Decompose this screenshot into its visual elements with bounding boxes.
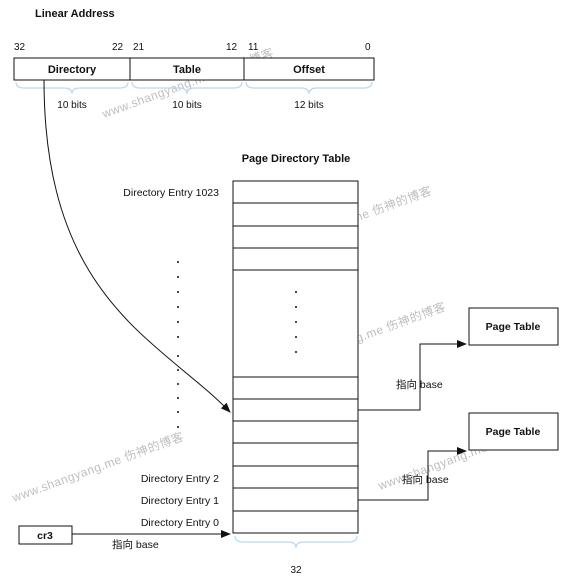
field-braces: [15, 81, 373, 95]
page-directory-title: Page Directory Table: [242, 153, 351, 165]
directory-size: 10 bits: [57, 100, 86, 111]
linear-address-register: Directory Table Offset: [13, 57, 375, 81]
directory-index-arrow: [43, 79, 231, 413]
page-directory-table: [232, 180, 359, 534]
directory-field-label: Directory: [48, 64, 97, 76]
left-ellipsis: [177, 261, 179, 428]
cr3-label: cr3: [37, 530, 53, 542]
offset-field: [243, 57, 375, 81]
upper-page-table-label: Page Table: [486, 321, 541, 333]
bit-label-22: 22: [112, 42, 124, 53]
lower-page-table: Page Table: [468, 412, 559, 451]
bit-position-labels: 32 22 21 12 11 0: [14, 42, 371, 53]
upper-page-table-arrow: [358, 340, 467, 411]
entry-0-label: Directory Entry 0: [141, 517, 219, 529]
width-brace: [234, 535, 358, 549]
cr3-box: [18, 525, 73, 545]
bit-label-0: 0: [365, 42, 371, 53]
bit-label-12: 12: [226, 42, 238, 53]
bit-label-32: 32: [14, 42, 26, 53]
table-field-label: Table: [173, 64, 201, 76]
bit-label-11: 11: [248, 42, 259, 53]
offset-field-label: Offset: [293, 64, 325, 76]
table-width-label: 32: [290, 565, 302, 576]
lower-page-table-box: [468, 412, 559, 451]
field-sizes: 10 bits 10 bits 12 bits: [57, 100, 323, 111]
bit-label-21: 21: [133, 42, 145, 53]
watermark-4: www.shangyang.me 伤神的博客: [9, 429, 186, 506]
page-directory-outline: [232, 180, 359, 534]
linear-address-title: Linear Address: [35, 8, 115, 20]
lower-page-table-label: Page Table: [486, 426, 541, 438]
entry-1023-label: Directory Entry 1023: [123, 187, 219, 199]
offset-brace: [245, 81, 373, 95]
upper-base-label: 指向 base: [396, 378, 443, 391]
inner-ellipsis: [295, 291, 297, 353]
table-brace: [131, 81, 243, 95]
entry-1-label: Directory Entry 1: [141, 495, 219, 507]
cr3-base-label: 指向 base: [112, 538, 159, 551]
table-size: 10 bits: [172, 100, 201, 111]
directory-brace: [15, 81, 129, 95]
cr3-register: cr3: [18, 525, 73, 545]
directory-entry-dividers: [233, 202, 358, 512]
lower-page-table-arrow: [358, 447, 467, 501]
offset-size: 12 bits: [294, 100, 323, 111]
directory-entry-labels: Directory Entry 1023 Directory Entry 2 D…: [123, 187, 219, 529]
upper-page-table: Page Table: [468, 307, 559, 346]
entry-2-label: Directory Entry 2: [141, 473, 219, 485]
lower-base-label: 指向 base: [402, 473, 449, 486]
upper-page-table-box: [468, 307, 559, 346]
